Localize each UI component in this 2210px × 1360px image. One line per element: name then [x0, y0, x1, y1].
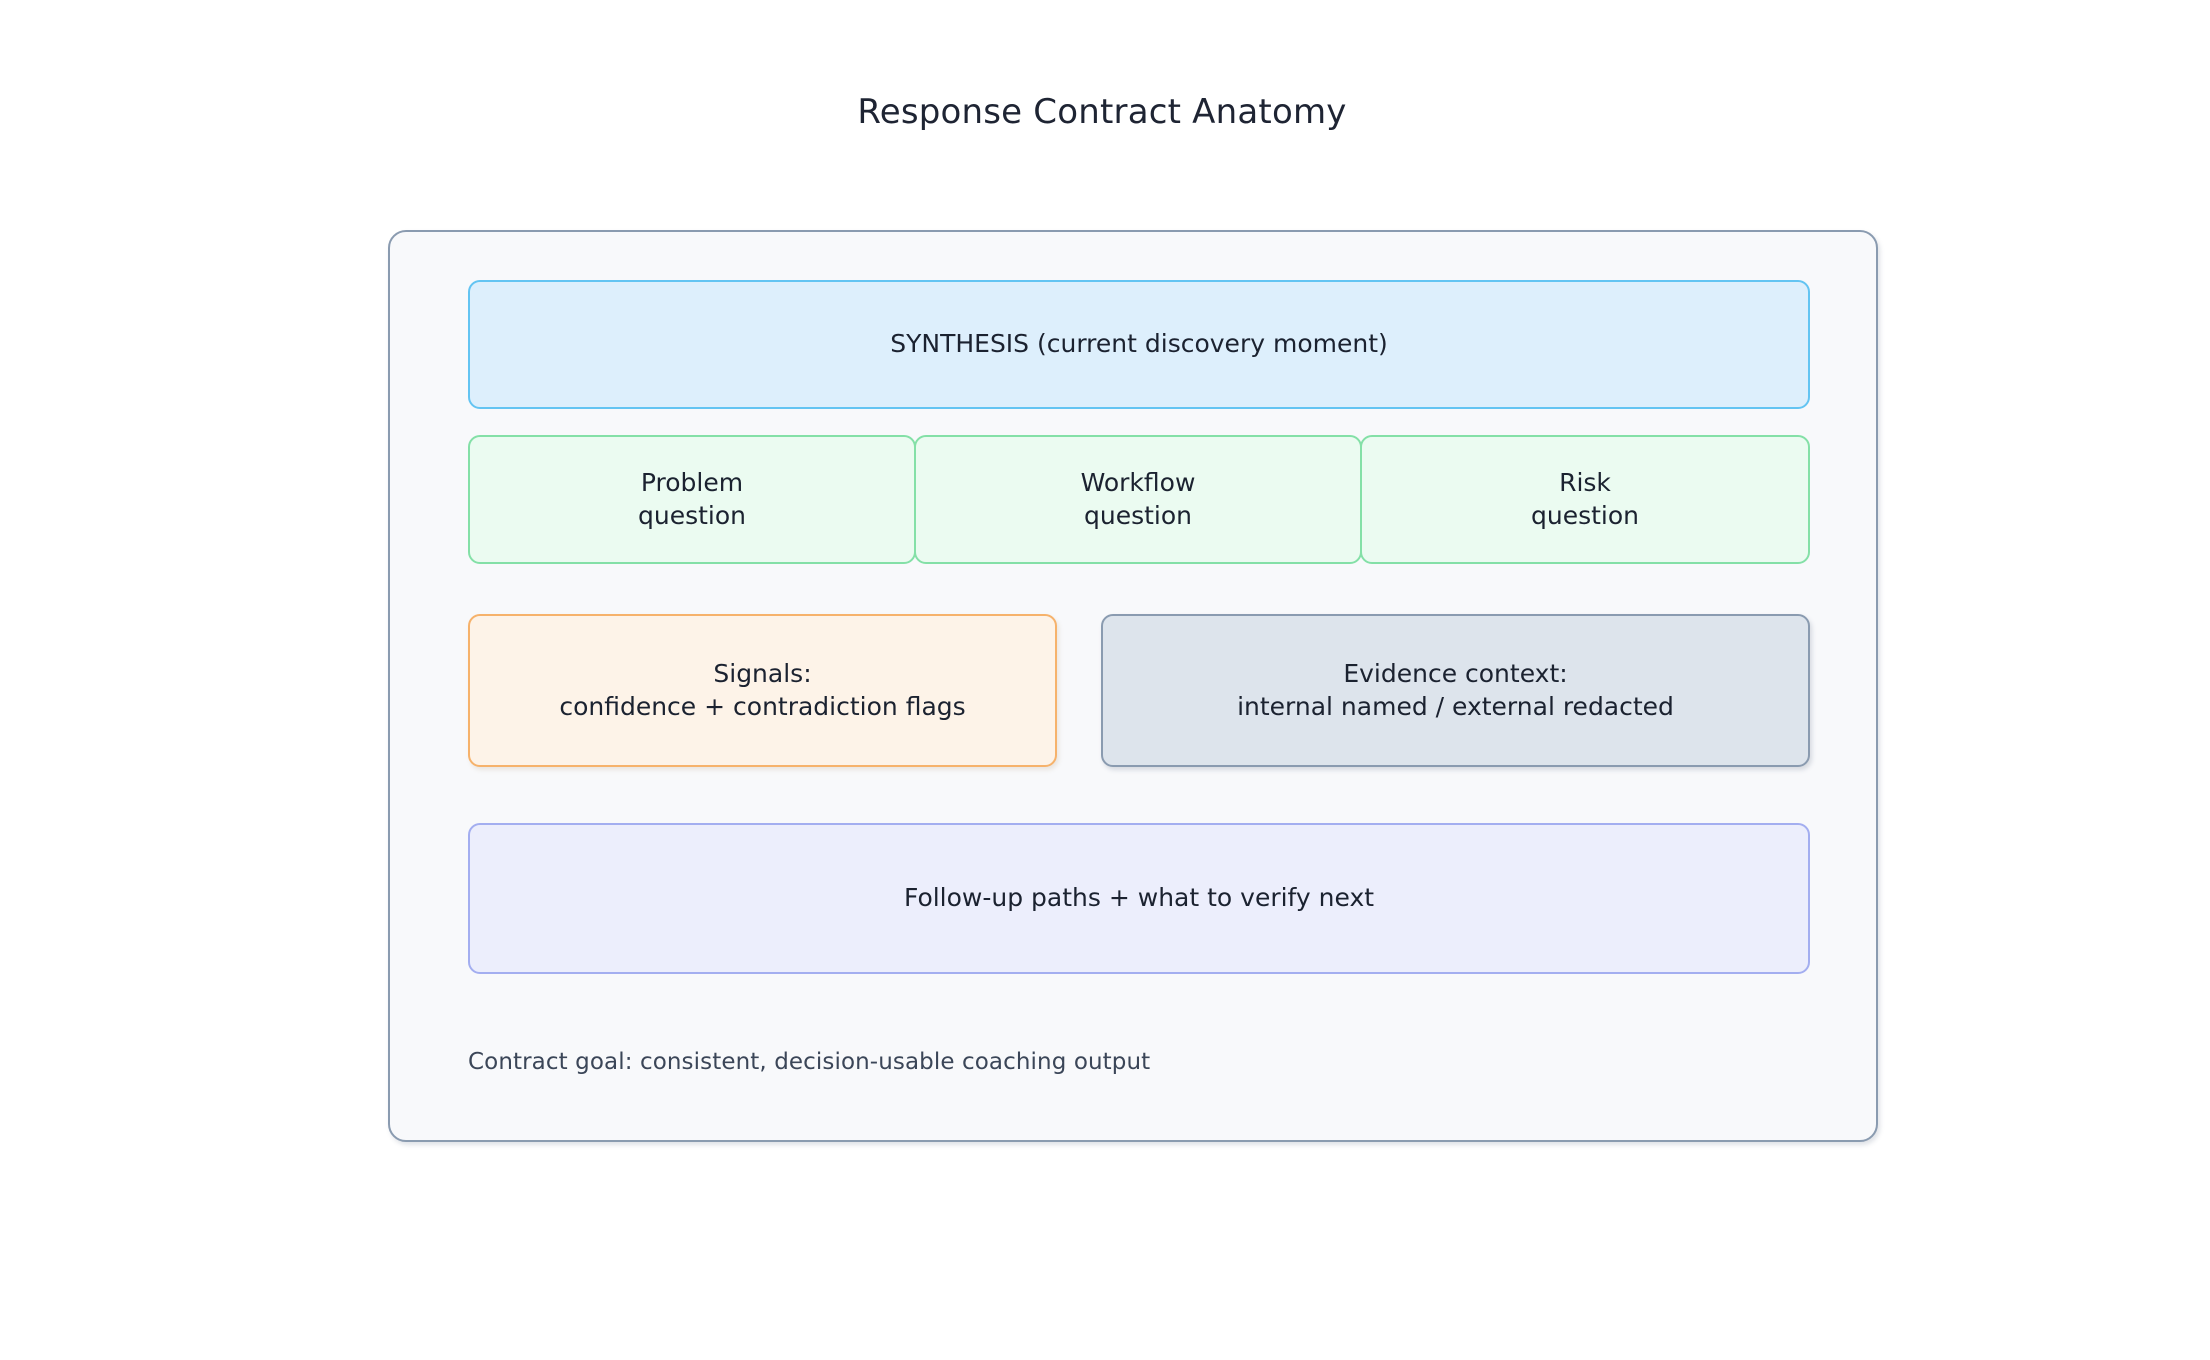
node-signals[interactable]: Signals: confidence + contradiction flag…: [468, 614, 1057, 767]
node-risk-question[interactable]: Risk question: [1360, 435, 1810, 564]
node-problem-question[interactable]: Problem question: [468, 435, 916, 564]
node-followup-paths[interactable]: Follow-up paths + what to verify next: [468, 823, 1810, 974]
contract-goal-caption: Contract goal: consistent, decision-usab…: [468, 1049, 1151, 1075]
node-evidence-context[interactable]: Evidence context: internal named / exter…: [1101, 614, 1810, 767]
page-title: Response Contract Anatomy: [0, 92, 2210, 132]
diagram-frame: SYNTHESIS (current discovery moment) Pro…: [388, 230, 1878, 1142]
node-synthesis[interactable]: SYNTHESIS (current discovery moment): [468, 280, 1810, 409]
page-title-text: Response Contract Anatomy: [857, 92, 1347, 132]
node-workflow-question[interactable]: Workflow question: [914, 435, 1362, 564]
